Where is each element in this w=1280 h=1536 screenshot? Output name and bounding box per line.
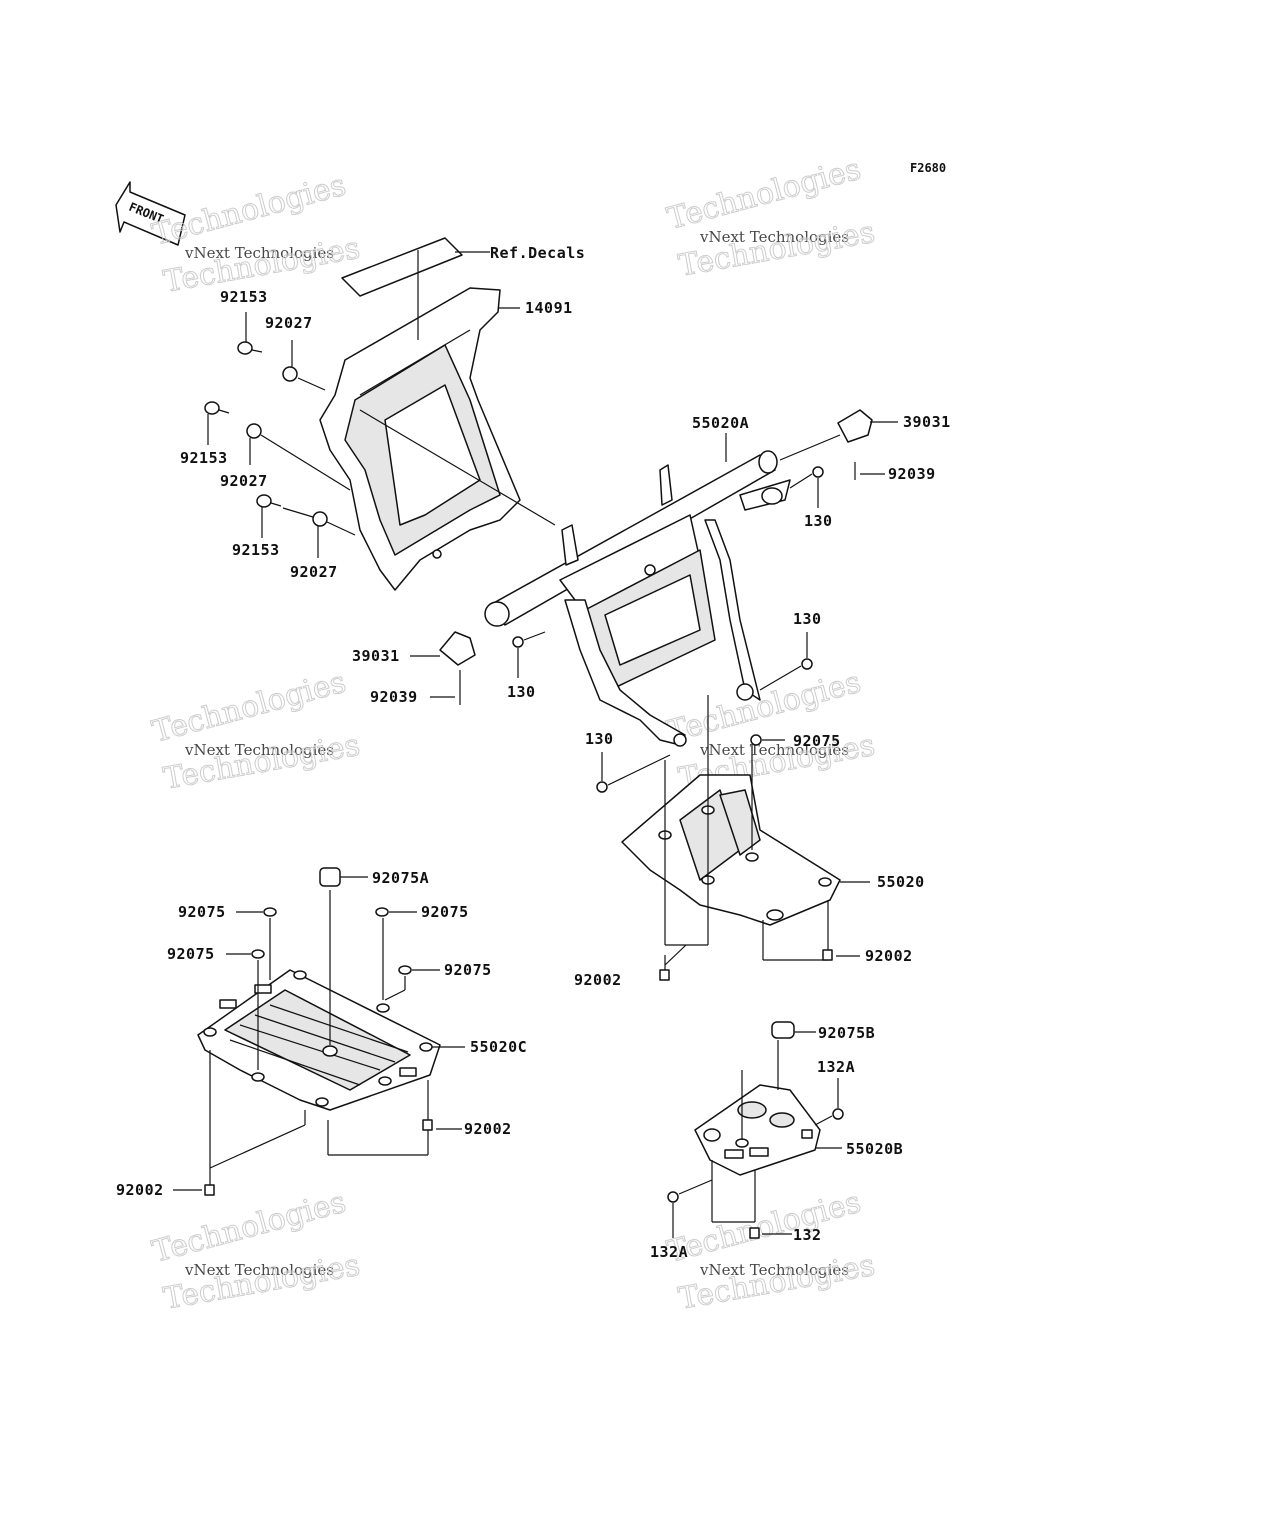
label-92075B: 92075B <box>818 1024 875 1042</box>
label-92075-b: 92075 <box>178 903 226 921</box>
label-92075-d: 92075 <box>167 945 215 963</box>
figure-code: F2680 <box>910 161 946 175</box>
svg-text:vNext Technologies: vNext Technologies <box>699 1261 849 1279</box>
label-92027-a: 92027 <box>265 314 313 332</box>
label-130-c: 130 <box>793 610 822 628</box>
label-132: 132 <box>793 1226 822 1244</box>
bolts-130 <box>512 466 824 793</box>
label-92039-left: 92039 <box>370 688 418 706</box>
fasteners-left <box>204 312 356 558</box>
label-130-a: 130 <box>804 512 833 530</box>
label-55020C: 55020C <box>470 1038 527 1056</box>
label-55020A: 55020A <box>692 414 749 432</box>
label-55020B: 55020B <box>846 1140 903 1158</box>
label-130-d: 130 <box>585 730 614 748</box>
label-39031-right: 39031 <box>903 413 951 431</box>
label-55020: 55020 <box>877 873 925 891</box>
label-14091: 14091 <box>525 299 573 317</box>
bumper-55020A <box>484 433 841 747</box>
label-92002-c: 92002 <box>464 1120 512 1138</box>
label-132A-a: 132A <box>817 1058 855 1076</box>
label-ref-decals: Ref.Decals <box>490 244 585 262</box>
label-92153-b: 92153 <box>180 449 228 467</box>
label-92039-right: 92039 <box>888 465 936 483</box>
label-92075-c: 92075 <box>421 903 469 921</box>
label-92075-a: 92075 <box>793 732 841 750</box>
label-92075-e: 92075 <box>444 961 492 979</box>
front-arrow-icon: FRONT <box>115 181 186 246</box>
skid-plate-55020B <box>667 1021 844 1239</box>
part-labels: Ref.Decals 14091 92153 92027 92153 92027… <box>116 244 951 1261</box>
svg-text:vNext Technologies: vNext Technologies <box>699 741 849 759</box>
label-92027-c: 92027 <box>290 563 338 581</box>
cap-39031-right <box>837 409 898 480</box>
label-92002-d: 92002 <box>116 1181 164 1199</box>
label-92027-b: 92027 <box>220 472 268 490</box>
label-39031-left: 39031 <box>352 647 400 665</box>
label-92002-b: 92002 <box>574 971 622 989</box>
svg-text:vNext Technologies: vNext Technologies <box>184 741 334 759</box>
label-132A-b: 132A <box>650 1243 688 1261</box>
label-92002-a: 92002 <box>865 947 913 965</box>
svg-text:vNext Technologies: vNext Technologies <box>184 1261 334 1279</box>
skid-plate-55020C <box>173 867 465 1196</box>
svg-text:vNext Technologies: vNext Technologies <box>184 244 334 262</box>
svg-text:vNext Technologies: vNext Technologies <box>699 228 849 246</box>
skid-plate-55020 <box>621 695 870 981</box>
cap-39031-left <box>410 631 476 705</box>
label-130-b: 130 <box>507 683 536 701</box>
label-92075A: 92075A <box>372 869 429 887</box>
label-92153-c: 92153 <box>232 541 280 559</box>
label-92153-a: 92153 <box>220 288 268 306</box>
front-guard-14091 <box>319 237 556 591</box>
